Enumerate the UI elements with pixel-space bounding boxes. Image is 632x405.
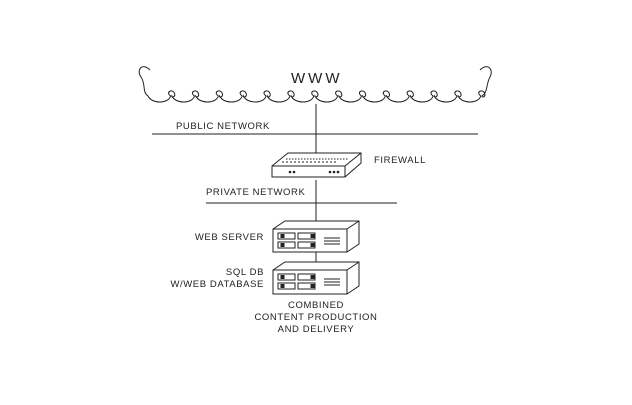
caption-line1: COMBINED <box>288 300 344 311</box>
public-network-label: PUBLIC NETWORK <box>176 121 270 132</box>
sql-db-label-line2: W/WEB DATABASE <box>170 279 264 290</box>
sql-db-label-line1: SQL DB <box>225 267 264 278</box>
private-network-label: PRIVATE NETWORK <box>206 187 306 198</box>
www-cloud <box>138 66 492 103</box>
caption-line3: AND DELIVERY <box>277 324 355 335</box>
caption-line2: CONTENT PRODUCTION <box>254 312 378 323</box>
firewall-label: FIREWALL <box>374 155 426 166</box>
web-server-device-icon <box>272 220 360 253</box>
web-server-label: WEB SERVER <box>194 232 264 243</box>
firewall-device-icon <box>271 152 362 178</box>
sql-db-server-device-icon <box>272 261 360 295</box>
cloud-label: WWW <box>291 70 343 87</box>
